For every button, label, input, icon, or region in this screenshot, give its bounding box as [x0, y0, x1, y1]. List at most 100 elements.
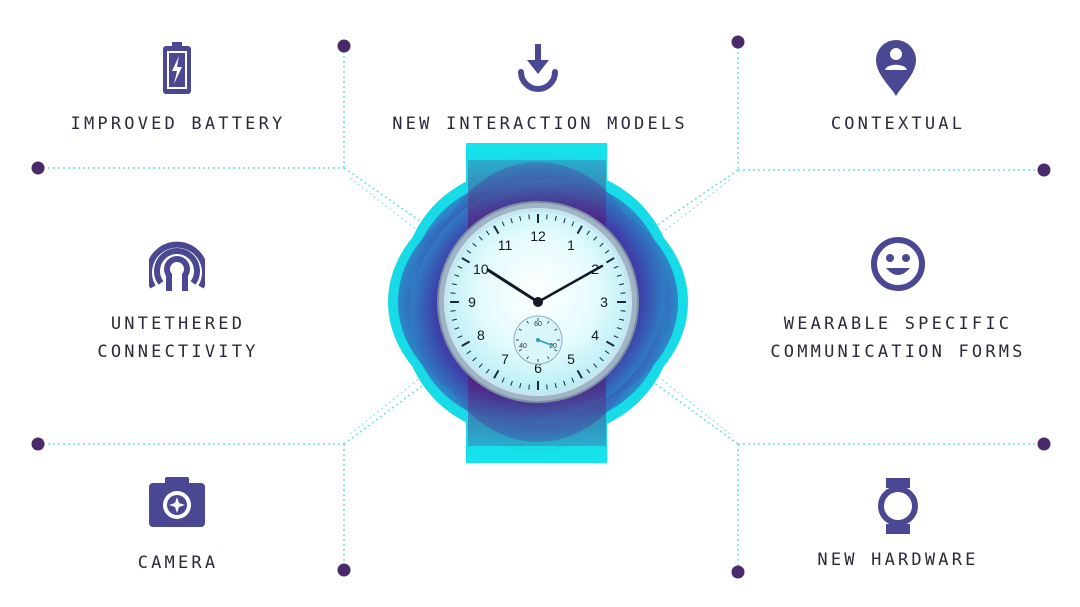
- hour-number: 4: [591, 327, 599, 343]
- hour-number: 6: [534, 360, 542, 376]
- minute-tick: [554, 215, 557, 221]
- subdial-number: 40: [519, 343, 527, 350]
- label-line: COMMUNICATION FORMS: [770, 342, 1026, 362]
- subdial-tick: [526, 320, 529, 324]
- hour-tick: [605, 340, 615, 347]
- subdial-number: 20: [549, 343, 557, 350]
- minute-tick: [616, 327, 622, 330]
- watch-icon: [878, 478, 918, 534]
- minute-tick: [528, 384, 530, 390]
- minute-tick: [519, 383, 522, 389]
- minute-tick: [619, 318, 625, 321]
- minute-tick: [457, 265, 463, 269]
- minute-tick: [571, 377, 575, 383]
- label-line: UNTETHERED: [110, 314, 246, 334]
- subdial-tick: [526, 356, 529, 360]
- label-line: WEARABLE SPECIFIC: [783, 314, 1013, 334]
- minute-tick: [485, 368, 490, 374]
- new-interaction-models-label: NEW INTERACTION MODELS: [392, 114, 688, 134]
- minute-tick: [613, 265, 619, 269]
- hour-numbers: 121234567891011: [468, 228, 608, 376]
- minute-tick: [466, 249, 472, 254]
- hour-hand: [486, 268, 540, 304]
- minute-tick: [451, 283, 457, 286]
- connector-bottom-right-diagonal: [649, 379, 739, 445]
- hour-number: 1: [567, 237, 575, 253]
- minute-tick: [466, 350, 472, 355]
- node-dot: [731, 565, 745, 579]
- hour-number: 8: [477, 327, 485, 343]
- subdial-tick: [554, 349, 558, 352]
- minute-tick: [571, 221, 575, 227]
- location-pin-icon: [876, 40, 916, 96]
- minute-tick: [563, 380, 566, 386]
- untethered-connectivity-label: UNTETHERED CONNECTIVITY: [60, 310, 296, 366]
- minute-tick: [457, 335, 463, 339]
- minute-tick: [519, 215, 522, 221]
- minute-tick: [599, 357, 604, 362]
- minute-tick: [454, 274, 460, 277]
- hour-tick: [493, 225, 500, 235]
- minute-tick: [554, 383, 557, 389]
- camera-icon: [149, 477, 205, 527]
- minute-tick: [546, 384, 548, 390]
- minute-tick: [472, 357, 477, 362]
- minute-tick: [619, 283, 625, 286]
- minute-tick: [485, 230, 490, 236]
- minute-tick: [454, 327, 460, 330]
- download-arrow-icon: [518, 44, 558, 92]
- minute-tick: [510, 380, 513, 386]
- minute-tick: [620, 292, 626, 294]
- hour-tick: [576, 369, 583, 379]
- hour-tick: [605, 257, 615, 264]
- contextual-label: CONTEXTUAL: [830, 114, 966, 134]
- hour-number: 9: [468, 294, 476, 310]
- hour-number: 11: [498, 237, 513, 253]
- minute-tick: [586, 368, 591, 374]
- hour-number: 7: [501, 351, 509, 367]
- minute-tick: [472, 242, 477, 247]
- wearable-communication-label: WEARABLE SPECIFIC COMMUNICATION FORMS: [748, 310, 1048, 366]
- minute-tick: [586, 230, 591, 236]
- subdial-number: 60: [534, 321, 542, 328]
- battery-icon: [163, 42, 191, 94]
- minute-tick: [450, 310, 456, 312]
- minute-tick: [528, 214, 530, 220]
- hour-number: 5: [567, 351, 575, 367]
- hand-pivot: [533, 297, 543, 307]
- hour-number: 10: [473, 261, 489, 277]
- minute-tick: [599, 242, 604, 247]
- minute-tick: [620, 310, 626, 312]
- node-dot: [31, 437, 45, 451]
- minute-tick: [613, 335, 619, 339]
- minute-tick: [546, 214, 548, 220]
- subdial-tick: [547, 320, 550, 324]
- node-dot: [731, 35, 745, 49]
- minute-tick: [501, 221, 505, 227]
- minute-tick: [451, 318, 457, 321]
- minute-ticks: [450, 214, 626, 390]
- hour-tick: [493, 369, 500, 379]
- minute-tick: [501, 377, 505, 383]
- label-line: CONNECTIVITY: [97, 342, 259, 362]
- minute-tick: [593, 236, 598, 241]
- hour-tick: [576, 225, 583, 235]
- new-hardware-label: NEW HARDWARE: [817, 550, 979, 570]
- wireless-signal-icon: [149, 241, 205, 291]
- minute-tick: [450, 292, 456, 294]
- node-dot: [31, 161, 45, 175]
- hour-tick: [461, 340, 471, 347]
- hour-tick: [461, 257, 471, 264]
- subdial-tick: [518, 349, 522, 352]
- subdial-tick: [518, 328, 522, 331]
- minute-tick: [563, 218, 566, 224]
- minute-tick: [604, 249, 610, 254]
- subdial-tick: [554, 328, 558, 331]
- minute-hand: [536, 264, 604, 304]
- subdial-hand: [537, 339, 555, 347]
- node-dot: [337, 39, 351, 53]
- node-dot: [1037, 163, 1051, 177]
